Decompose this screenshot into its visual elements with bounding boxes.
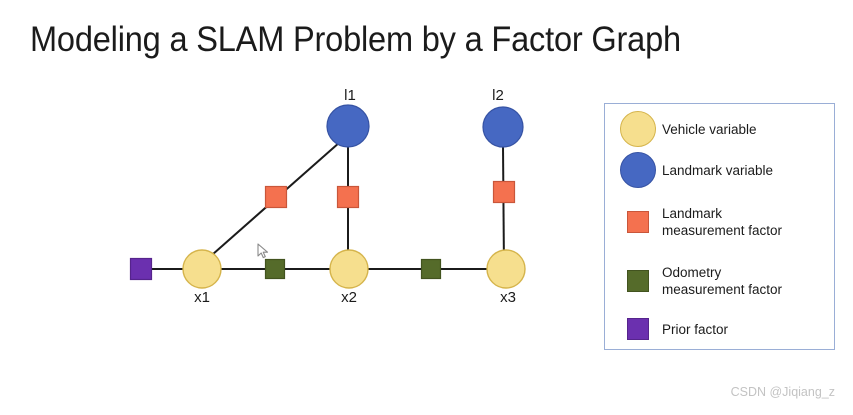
vehicle-variable-label-x3: x3 [500,289,516,306]
landmark-variable-node-l1[interactable] [326,104,370,148]
legend-label-line: Landmark [662,206,723,221]
vehicle-variable-swatch-icon [620,111,656,147]
landmark-measurement-factor-node[interactable] [336,185,360,209]
landmark-measurement-factor-node[interactable] [264,185,288,209]
legend-symbol [614,270,662,292]
odometry-measurement-factor-swatch-icon [627,270,649,292]
vehicle-variable-label-x1: x1 [194,289,210,306]
vehicle-variable-label-x2: x2 [341,289,357,306]
landmark-variable-swatch-icon [620,152,656,188]
landmark-variable-node-l2[interactable] [482,106,524,148]
page-title: Modeling a SLAM Problem by a Factor Grap… [30,20,681,59]
mouse-pointer-icon [257,243,269,259]
legend-item: Vehicle variable [614,111,828,147]
vehicle-variable-node-x1[interactable] [182,249,222,289]
legend-item: Prior factor [614,318,828,340]
legend-symbol [614,318,662,340]
graph-edge [502,145,505,270]
legend-label-line: Landmark variable [662,162,774,178]
landmark-variable-label-l2: l2 [492,87,504,104]
landmark-measurement-factor-swatch-icon [627,211,649,233]
factor-graph-svg [129,104,526,289]
legend-label: Prior factor [662,321,728,338]
legend-label-line: measurement factor [662,282,783,297]
legend-item: Landmark measurement factor [614,205,828,239]
legend-label-line: Vehicle variable [662,121,757,137]
odometry-measurement-factor-node[interactable] [420,258,442,280]
legend-label: Odometry measurement factor [662,264,782,298]
legend-label: Landmark measurement factor [662,205,782,239]
legend-label: Landmark variable [662,162,773,179]
legend-symbol [614,211,662,233]
legend-label-line: measurement factor [662,223,783,238]
legend-symbol [614,111,662,147]
vehicle-variable-node-x2[interactable] [329,249,369,289]
odometry-measurement-factor-node[interactable] [264,258,286,280]
landmark-variable-label-l1: l1 [344,87,356,104]
legend-symbol [614,152,662,188]
prior-factor-node[interactable] [129,257,153,281]
legend-item: Landmark variable [614,152,828,188]
factor-graph-diagram: x1 x2 x3 l1 l2 [129,87,526,306]
legend-label-line: Odometry [662,265,722,280]
legend-item: Odometry measurement factor [614,264,828,298]
vehicle-variable-node-x3[interactable] [486,249,526,289]
legend-label: Vehicle variable [662,121,757,138]
watermark: CSDN @Jiqiang_z [730,385,835,399]
prior-factor-swatch-icon [627,318,649,340]
legend-label-line: Prior factor [662,321,729,337]
landmark-measurement-factor-node[interactable] [492,180,516,204]
